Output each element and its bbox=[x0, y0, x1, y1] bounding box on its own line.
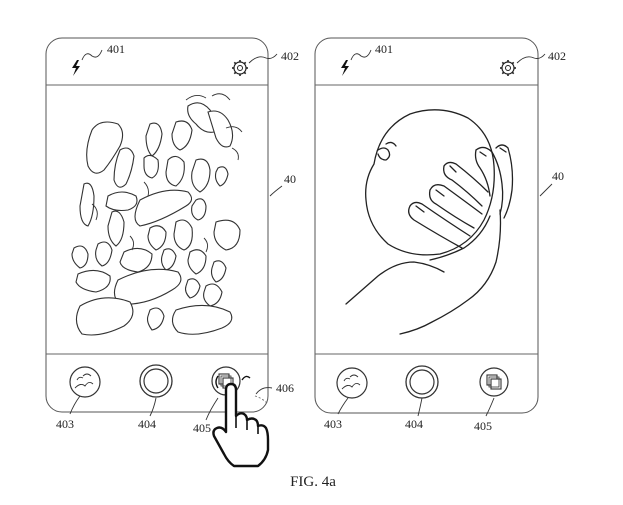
label-403-left: 403 bbox=[56, 417, 74, 431]
touch-indicator bbox=[254, 395, 269, 405]
leader-405-right bbox=[485, 397, 495, 417]
leader-401-right bbox=[350, 49, 372, 61]
label-405-left: 405 bbox=[193, 421, 211, 435]
phone-right-frame bbox=[314, 37, 539, 414]
label-401-right: 401 bbox=[375, 42, 393, 56]
leader-403-left bbox=[69, 395, 81, 415]
leader-404-right bbox=[417, 397, 423, 417]
flash-icon[interactable] bbox=[341, 60, 349, 76]
leader-402-left bbox=[248, 53, 278, 64]
leader-402-right bbox=[516, 53, 546, 64]
leader-406 bbox=[255, 387, 273, 395]
gallery-thumbnail-button[interactable] bbox=[69, 366, 101, 398]
label-404-left: 404 bbox=[138, 417, 156, 431]
clear-preview-image bbox=[345, 109, 514, 335]
shutter-button[interactable] bbox=[405, 365, 439, 399]
label-406: 406 bbox=[276, 381, 294, 395]
camera-switch-button[interactable] bbox=[479, 367, 509, 397]
touch-hand-icon bbox=[212, 375, 270, 468]
label-40-right: 40 bbox=[552, 169, 564, 183]
label-405-right: 405 bbox=[474, 419, 492, 433]
leader-403-right bbox=[337, 397, 349, 415]
figure-caption: FIG. 4a bbox=[290, 474, 336, 490]
label-402-left: 402 bbox=[281, 49, 299, 63]
label-40-left: 40 bbox=[284, 172, 296, 186]
label-404-right: 404 bbox=[405, 417, 423, 431]
settings-gear-icon[interactable] bbox=[500, 60, 516, 76]
label-402-right: 402 bbox=[548, 49, 566, 63]
leader-405-left bbox=[205, 397, 219, 421]
shutter-button[interactable] bbox=[139, 364, 173, 398]
leader-40-left bbox=[269, 185, 283, 197]
phone-left bbox=[45, 37, 283, 468]
phone-right bbox=[314, 37, 553, 417]
settings-gear-icon[interactable] bbox=[232, 60, 248, 76]
blurry-preview-image bbox=[71, 93, 243, 336]
label-403-right: 403 bbox=[324, 417, 342, 431]
leader-401-left bbox=[81, 49, 103, 61]
label-401-left: 401 bbox=[107, 42, 125, 56]
gallery-thumbnail-button[interactable] bbox=[336, 367, 368, 399]
leader-40-right bbox=[539, 183, 553, 197]
leader-404-left bbox=[149, 397, 157, 417]
flash-icon[interactable] bbox=[72, 60, 80, 76]
